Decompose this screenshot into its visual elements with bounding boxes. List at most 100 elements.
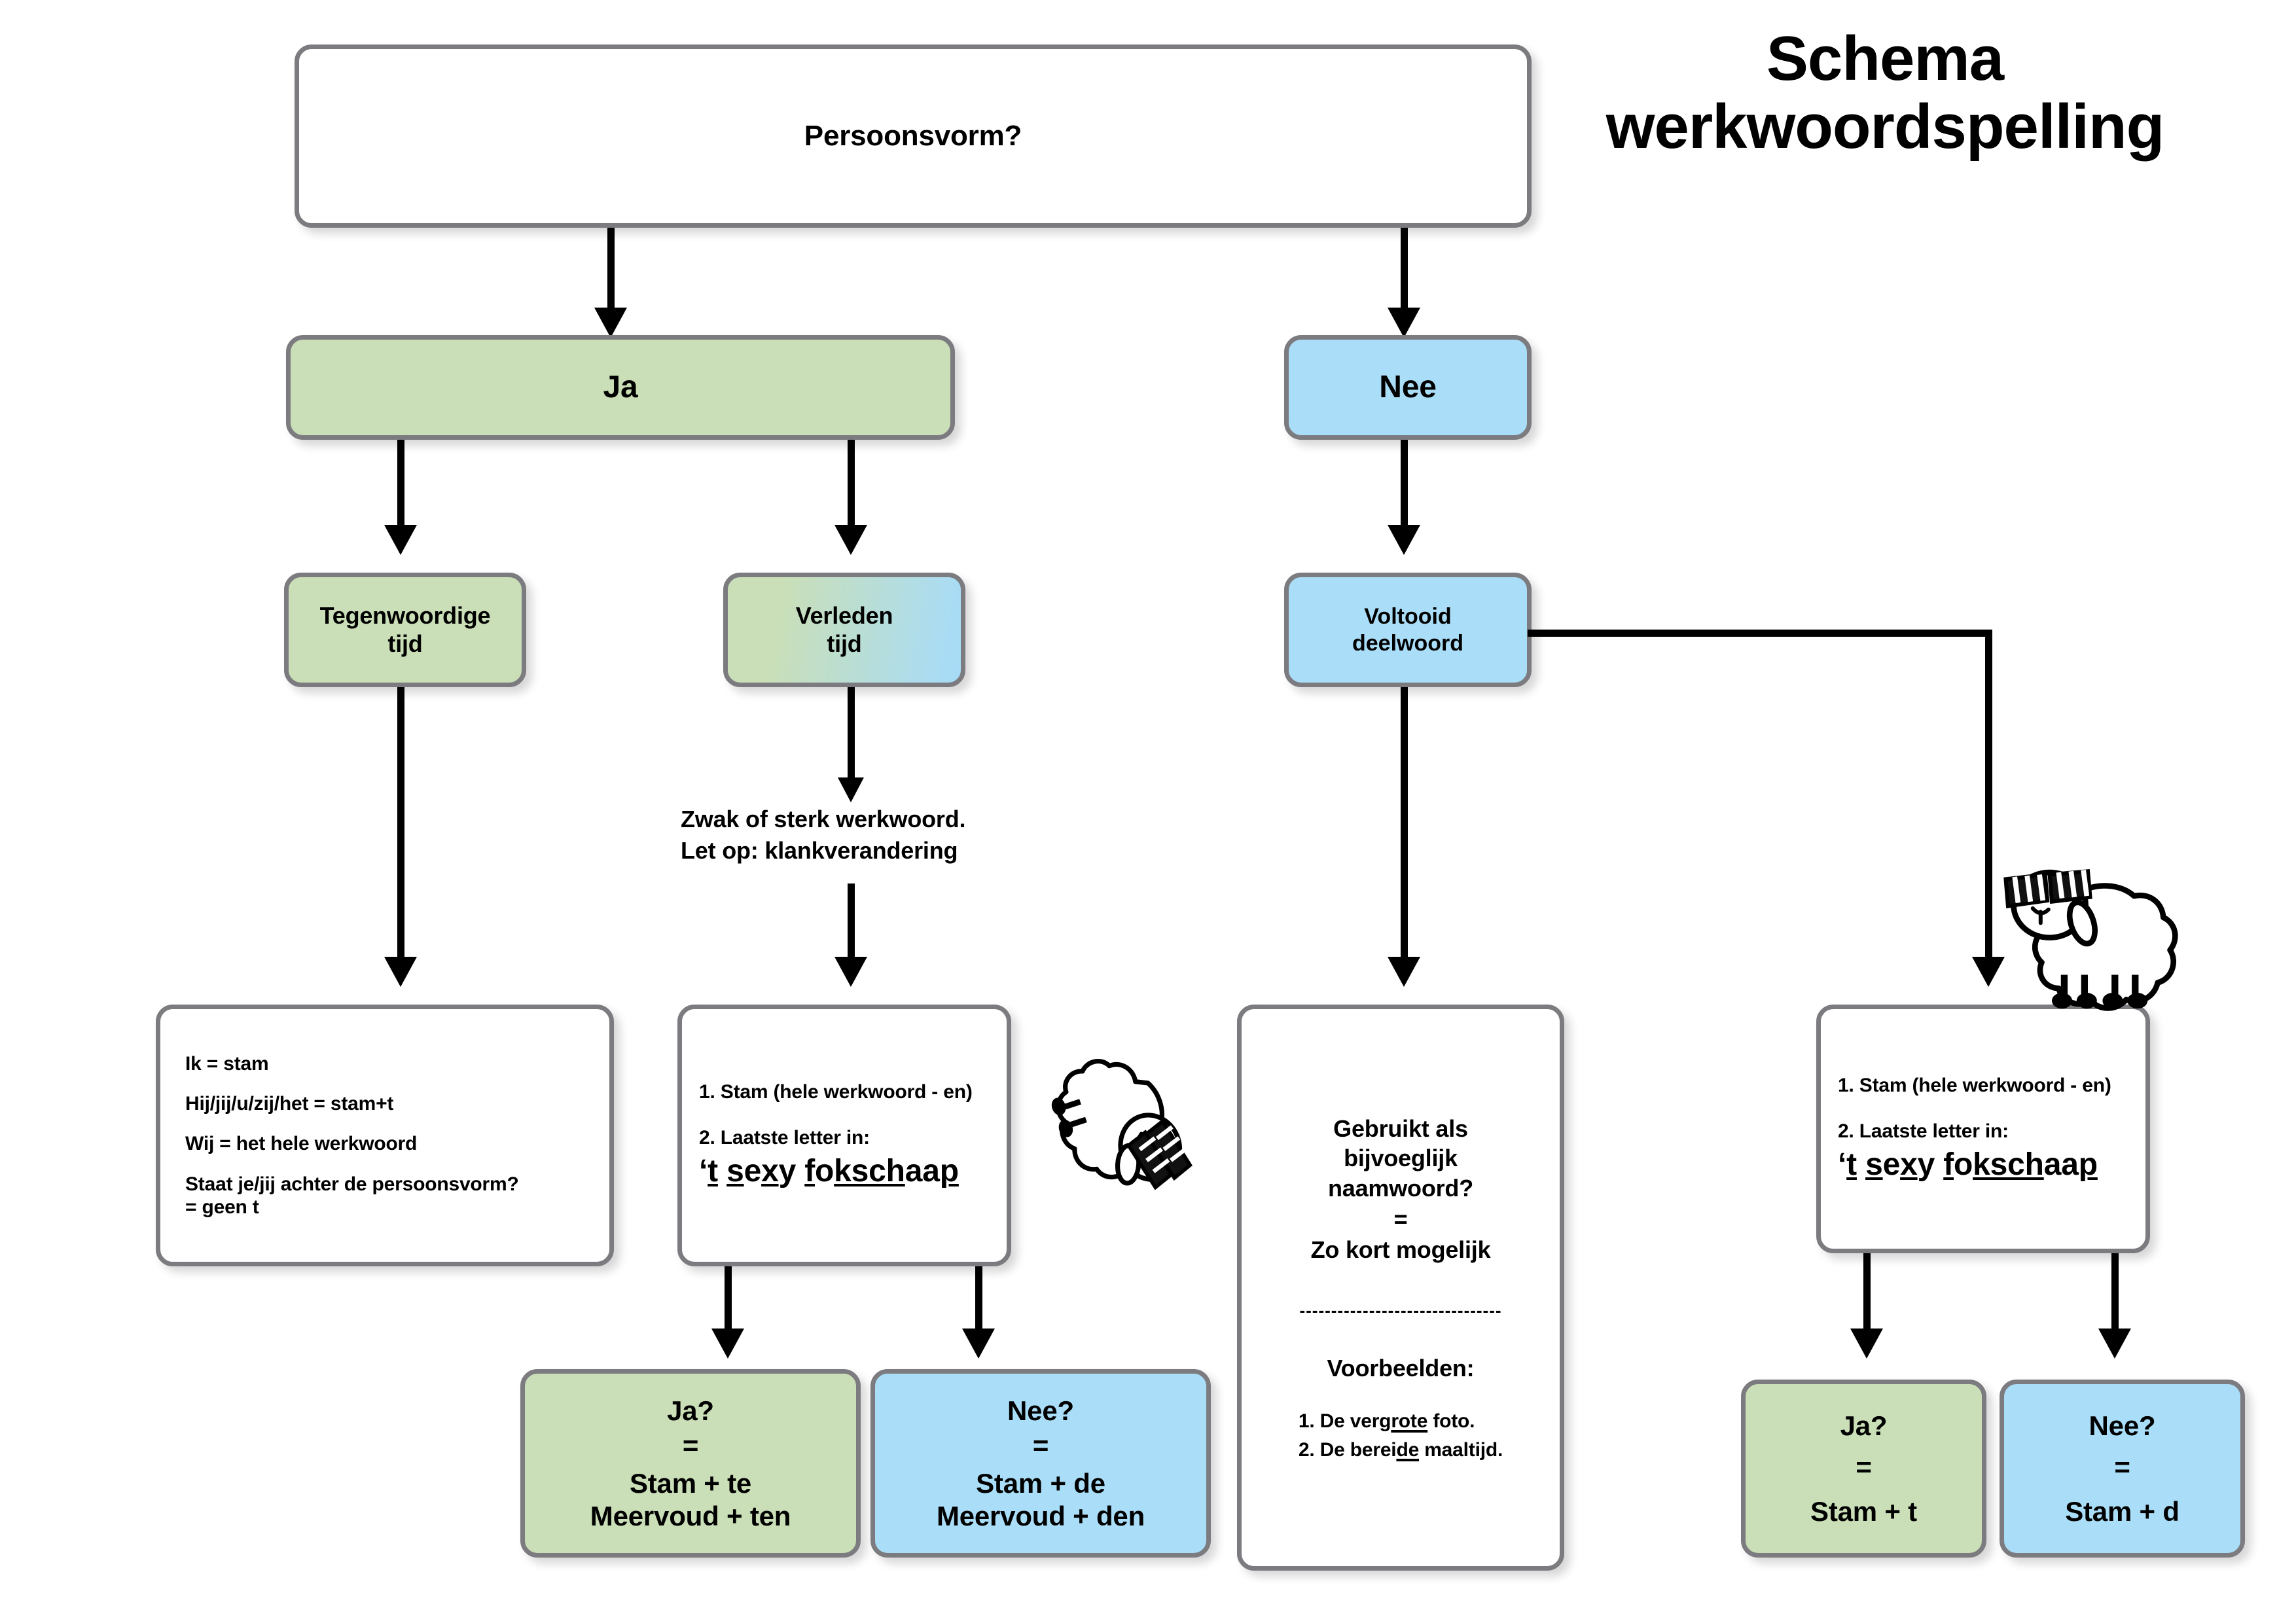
connector-voltooid-right-horizontal bbox=[1528, 630, 1992, 637]
mnemonic-space-1-right bbox=[1857, 1147, 1865, 1182]
arrowhead-nee-voltooid bbox=[1388, 525, 1420, 555]
rule-jij-achter-line-2: = geen t bbox=[185, 1196, 259, 1219]
mnemonic-space-2 bbox=[796, 1154, 804, 1188]
connector-root-ja bbox=[607, 228, 615, 319]
stam-rule-2: 2. Laatste letter in: bbox=[699, 1126, 870, 1149]
node-voltooid-deelwoord[interactable]: Voltooid deelwoord bbox=[1284, 573, 1532, 687]
box-stam-regels-voltooid[interactable]: 1. Stam (hele werkwoord - en) 2. Laatste… bbox=[1816, 1005, 2150, 1253]
result-nee-pt-head: Nee? bbox=[1007, 1395, 1074, 1426]
node-tegenwoordige-tijd[interactable]: Tegenwoordige tijd bbox=[284, 573, 526, 687]
node-nee[interactable]: Nee bbox=[1284, 335, 1532, 440]
rule-jij-achter-line-1: Staat je/jij achter de persoonsvorm? bbox=[185, 1173, 519, 1195]
adj-question-line-1: Gebruikt als bbox=[1333, 1115, 1468, 1143]
connector-root-nee bbox=[1401, 228, 1408, 319]
mnemonic-y-right: y bbox=[1917, 1147, 1935, 1183]
mnemonic-x-right: x bbox=[1900, 1147, 1918, 1183]
mnemonic-fokschaap-right: ‘t sexy fokschaap bbox=[1838, 1147, 2128, 1184]
tegenwoordige-line-1: Tegenwoordige bbox=[319, 602, 491, 630]
note-zwak-sterk: Zwak of sterk werkwoord. Let op: klankve… bbox=[681, 804, 1047, 866]
result-nee-vd-eq: = bbox=[2114, 1452, 2130, 1483]
node-verleden-tijd[interactable]: Verleden tijd bbox=[723, 573, 965, 687]
result-nee-tegenwoordig[interactable]: Nee? = Stam + de Meervoud + den bbox=[870, 1369, 1211, 1558]
connector-tegenwoordige-rules bbox=[397, 687, 404, 969]
box-stam-regels-verleden[interactable]: 1. Stam (hele werkwoord - en) 2. Laatste… bbox=[677, 1005, 1011, 1266]
node-persoonsvorm[interactable]: Persoonsvorm? bbox=[295, 45, 1532, 228]
connector-voltooid-right-vertical bbox=[1985, 630, 1992, 969]
page-title: Schema werkwoordspelling bbox=[1499, 25, 2271, 160]
mnemonic-p-right: p bbox=[2078, 1147, 2098, 1183]
mnemonic-e: e bbox=[744, 1154, 762, 1189]
mnemonic-aa-right: aa bbox=[2043, 1147, 2079, 1183]
mnemonic-s: s bbox=[726, 1154, 744, 1189]
mnemonic-o: o bbox=[815, 1154, 834, 1189]
result-ja-voltooid-content: Ja? = Stam + t bbox=[1810, 1410, 1917, 1528]
mnemonic-t-right: t bbox=[1846, 1147, 1857, 1183]
connector-note-stam bbox=[848, 883, 855, 969]
adj-example-1: 1. De vergrote foto. bbox=[1299, 1410, 1503, 1433]
adj-equals: = bbox=[1393, 1205, 1408, 1233]
rule-hij: Hij/jij/u/zij/het = stam+t bbox=[185, 1092, 394, 1115]
result-nee-pt-eq: = bbox=[1032, 1430, 1049, 1461]
adj-example-2-underlined: de bbox=[1396, 1438, 1420, 1461]
adj-example-1-pre: 1. De verg bbox=[1298, 1410, 1391, 1433]
mnemonic-y: y bbox=[778, 1154, 797, 1189]
connector-voltooid-adjective bbox=[1401, 687, 1408, 969]
mnemonic-s-right: s bbox=[1865, 1147, 1883, 1183]
mnemonic-t: t bbox=[708, 1154, 718, 1189]
adj-question-line-3: naamwoord? bbox=[1327, 1174, 1474, 1202]
node-verleden-tijd-label: Verleden tijd bbox=[796, 602, 893, 658]
mnemonic-quote-right: ‘ bbox=[1838, 1147, 1847, 1183]
result-nee-vd-line-1: Stam + d bbox=[2065, 1495, 2179, 1527]
result-ja-tegenwoordig[interactable]: Ja? = Stam + te Meervoud + ten bbox=[520, 1369, 861, 1558]
verleden-line-2: tijd bbox=[827, 630, 862, 657]
box-tegenwoordige-regels[interactable]: Ik = stam Hij/jij/u/zij/het = stam+t Wij… bbox=[156, 1005, 614, 1266]
arrowhead-root-nee bbox=[1388, 308, 1420, 338]
result-ja-tegenwoordig-content: Ja? = Stam + te Meervoud + ten bbox=[590, 1395, 791, 1532]
result-ja-vd-line-1: Stam + t bbox=[1810, 1495, 1917, 1527]
adj-example-1-post: foto. bbox=[1427, 1410, 1475, 1433]
connector-ja-verleden bbox=[848, 440, 855, 538]
mnemonic-o-right: o bbox=[1954, 1147, 1973, 1183]
adj-answer: Zo kort mogelijk bbox=[1310, 1236, 1491, 1263]
rule-ik: Ik = stam bbox=[185, 1052, 269, 1075]
arrowhead-ja-tegenwoordige bbox=[384, 525, 417, 555]
adj-examples-label: Voorbeelden: bbox=[1327, 1354, 1475, 1382]
result-ja-pt-line-1: Stam + te bbox=[629, 1468, 752, 1499]
result-ja-voltooid[interactable]: Ja? = Stam + t bbox=[1741, 1380, 1986, 1558]
mnemonic-x: x bbox=[761, 1154, 779, 1189]
arrowhead-stam-nee-pt bbox=[962, 1329, 995, 1359]
sheep-sunglasses-icon-right bbox=[1986, 838, 2183, 1018]
result-nee-voltooid[interactable]: Nee? = Stam + d bbox=[2000, 1380, 2245, 1558]
connector-stam-nee-vd bbox=[2111, 1253, 2119, 1338]
adj-example-2: 2. De bereide maaltijd. bbox=[1299, 1438, 1503, 1461]
adj-question: Gebruikt als bijvoeglijk naamwoord? bbox=[1257, 1114, 1544, 1203]
node-persoonsvorm-label: Persoonsvorm? bbox=[804, 120, 1022, 152]
title-line-2: werkwoordspelling bbox=[1605, 91, 2164, 162]
connector-nee-voltooid bbox=[1401, 440, 1408, 538]
voltooid-line-1: Voltooid bbox=[1364, 604, 1452, 630]
arrowhead-verleden-note bbox=[838, 777, 864, 802]
adj-question-line-2: bijvoeglijk bbox=[1344, 1145, 1458, 1172]
mnemonic-aa: aa bbox=[905, 1154, 940, 1189]
mnemonic-space-2-right bbox=[1935, 1147, 1943, 1182]
mnemonic-ksch: ksch bbox=[834, 1154, 905, 1189]
box-bijvoeglijk-naamwoord[interactable]: Gebruikt als bijvoeglijk naamwoord? = Zo… bbox=[1237, 1005, 1564, 1571]
node-ja[interactable]: Ja bbox=[286, 335, 955, 440]
connector-stam-ja-vd bbox=[1863, 1253, 1871, 1338]
rule-wij: Wij = het hele werkwoord bbox=[185, 1133, 418, 1155]
sheep-sunglasses-icon bbox=[1021, 1033, 1211, 1196]
mnemonic-p: p bbox=[939, 1154, 959, 1189]
verleden-line-1: Verleden bbox=[795, 602, 893, 630]
voltooid-line-2: deelwoord bbox=[1352, 630, 1464, 656]
result-ja-vd-eq: = bbox=[1856, 1452, 1872, 1483]
mnemonic-f-right: f bbox=[1943, 1147, 1954, 1183]
connector-ja-tegenwoordige bbox=[397, 440, 404, 538]
result-ja-pt-line-2: Meervoud + ten bbox=[590, 1500, 791, 1531]
result-ja-pt-head: Ja? bbox=[667, 1395, 714, 1426]
mnemonic-quote: ‘ bbox=[699, 1154, 708, 1189]
note-zwak-line-1: Zwak of sterk werkwoord. bbox=[681, 806, 966, 832]
title-line-1: Schema bbox=[1766, 24, 2004, 94]
tegenwoordige-regels-content: Ik = stam Hij/jij/u/zij/het = stam+t Wij… bbox=[160, 1052, 609, 1219]
result-ja-vd-head: Ja? bbox=[1840, 1410, 1888, 1441]
